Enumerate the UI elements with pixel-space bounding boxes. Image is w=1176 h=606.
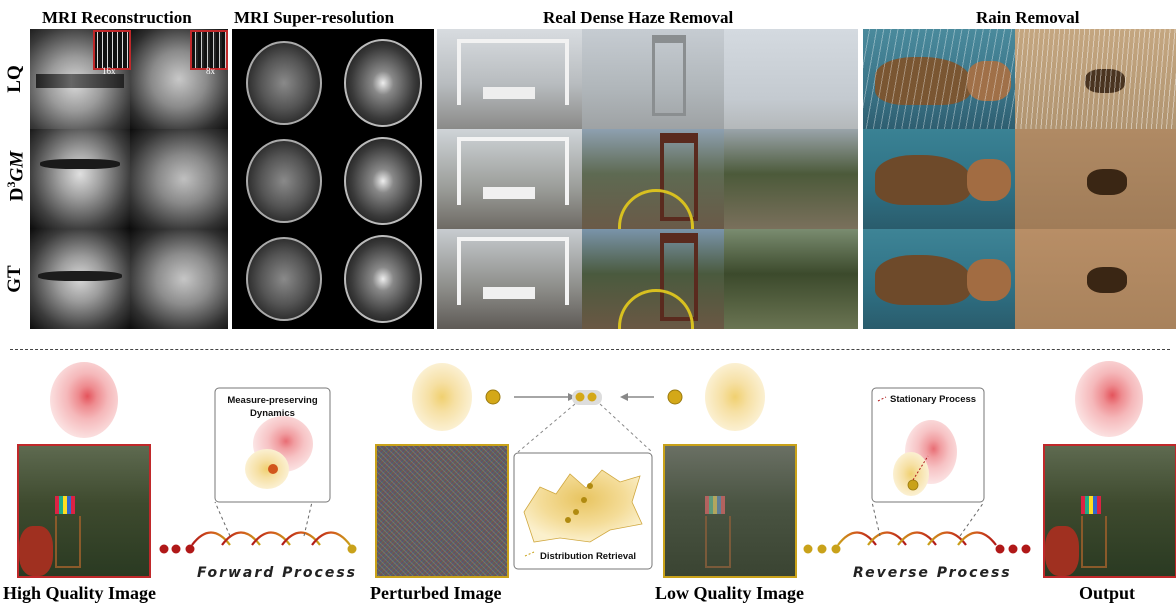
- title-haze-removal: Real Dense Haze Removal: [543, 8, 734, 27]
- caption-perturbed-image: Perturbed Image: [370, 583, 502, 603]
- reverse-process-label: Reverse Process: [853, 565, 1012, 581]
- rain-lq-1: [863, 29, 1015, 129]
- caption-lq-image: Low Quality Image: [655, 583, 805, 603]
- left-arrow-icon: [620, 393, 628, 401]
- callout-stationary-label: Stationary Process: [890, 394, 977, 405]
- haze-model-3: [724, 129, 858, 229]
- caption-output: Output: [1079, 583, 1136, 603]
- row-label-model: D3GM: [4, 141, 28, 211]
- callout-retrieval-label: Distribution Retrieval: [540, 551, 637, 562]
- mri-recon-model-2: [130, 129, 228, 229]
- forward-process-label: Forward Process: [197, 565, 357, 581]
- lq-distribution-blob: [705, 363, 765, 431]
- haze-gt-2: [582, 229, 724, 329]
- section-divider: [10, 349, 1170, 350]
- zoom-label-16x: 16x: [102, 66, 116, 76]
- caption-hq-image: High Quality Image: [3, 583, 157, 603]
- mri-sr-panel: [232, 29, 434, 329]
- row-label-gt: GT: [4, 265, 25, 293]
- lq-image: [663, 444, 797, 578]
- brain-slice-6: [344, 235, 422, 323]
- brain-slice-4: [344, 137, 422, 225]
- zoom-inset-8x: [190, 30, 228, 70]
- perturbed-image: [375, 444, 509, 578]
- title-mri-reconstruction: MRI Reconstruction: [42, 8, 192, 27]
- rain-model-1: [863, 129, 1015, 229]
- mri-recon-gt-2: [130, 229, 228, 329]
- hq-distribution-blob: [50, 362, 118, 438]
- hq-image: [17, 444, 151, 578]
- reverse-process-arcs: [837, 531, 997, 546]
- row-label-model-prefix: D: [6, 187, 28, 202]
- rain-gt-1: [863, 229, 1015, 329]
- callout-measure-line2: Dynamics: [250, 408, 295, 419]
- row-label-lq: LQ: [4, 65, 25, 93]
- haze-model-2: [582, 129, 724, 229]
- zoom-inset-16x: [93, 30, 131, 70]
- forward-process-arcs: [191, 531, 351, 546]
- output-distribution-blob: [1075, 361, 1143, 437]
- mri-recon-model-1: [30, 129, 130, 229]
- brain-slice-3: [246, 139, 322, 223]
- haze-model-1: [437, 129, 582, 229]
- output-image: [1043, 444, 1176, 578]
- rain-model-2: [1015, 129, 1176, 229]
- lq-point: [667, 389, 683, 405]
- haze-lq-2: [582, 29, 724, 129]
- row-label-model-suffix: GM: [6, 150, 28, 182]
- mri-recon-gt-1: [30, 229, 130, 329]
- rain-lq-2: [1015, 29, 1176, 129]
- haze-lq-3: [724, 29, 858, 129]
- perturbed-distribution-blob: [412, 363, 472, 431]
- title-rain-removal: Rain Removal: [976, 8, 1080, 27]
- brain-slice-5: [246, 237, 322, 321]
- title-mri-super-resolution: MRI Super-resolution: [234, 8, 395, 27]
- retrieval-surface: [523, 469, 643, 543]
- haze-gt-3: [724, 229, 858, 329]
- row-label-model-sup: 3: [4, 181, 18, 188]
- process-diagram: [50, 361, 1143, 570]
- callout-measure-line1: Measure-preserving: [227, 395, 318, 406]
- brain-slice-2: [344, 39, 422, 127]
- perturbed-point: [485, 389, 501, 405]
- brain-slice-1: [246, 41, 322, 125]
- rain-gt-2: [1015, 229, 1176, 329]
- haze-lq-1: [437, 29, 582, 129]
- haze-gt-1: [437, 229, 582, 329]
- zoom-label-8x: 8x: [206, 66, 215, 76]
